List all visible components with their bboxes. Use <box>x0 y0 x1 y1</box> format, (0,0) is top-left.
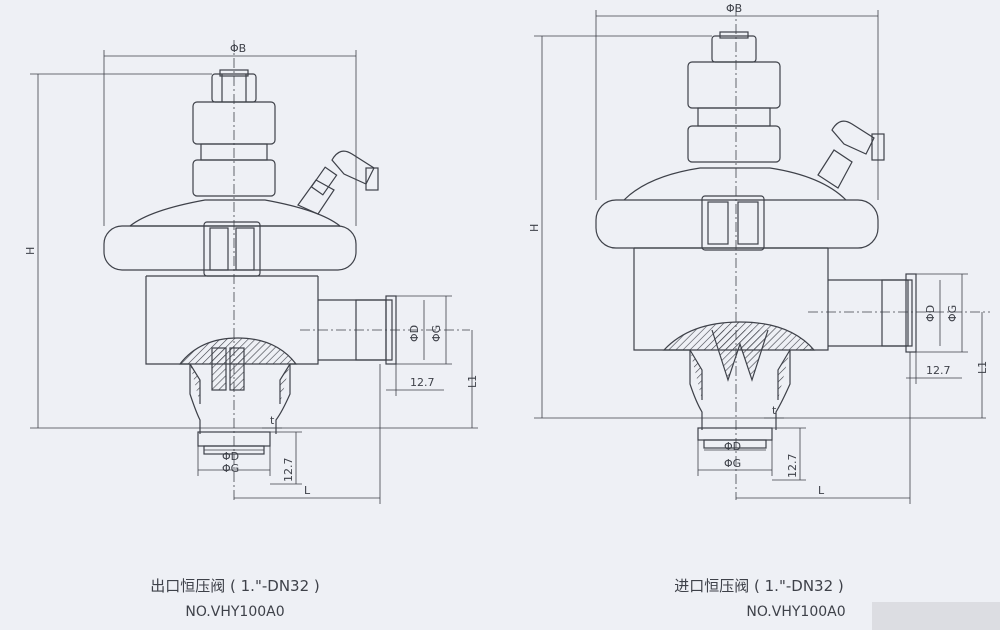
right-dim-phi-d-side: ΦD <box>924 305 937 322</box>
left-valve-title: 出口恒压阀 ( 1."-DN32 ) <box>150 577 320 595</box>
right-valve-drawing <box>595 31 917 449</box>
right-valve-title: 进口恒压阀 ( 1."-DN32 ) <box>674 577 844 595</box>
right-dim-t: t <box>772 404 777 417</box>
right-dimension-labels: ΦB H ΦD ΦG L1 12.7 t ΦD ΦG 12.7 L <box>528 2 989 497</box>
left-dimension-lines <box>30 50 478 504</box>
right-dim-12-7-side: 12.7 <box>926 364 951 377</box>
left-dim-phi-b: ΦB <box>230 42 246 55</box>
corner-shade <box>872 602 1000 630</box>
left-dim-phi-g-side: ΦG <box>430 325 443 342</box>
right-valve-model: NO.VHY100A0 <box>746 604 846 620</box>
left-dimension-labels: ΦB H ΦD ΦG L1 12.7 t ΦD ΦG 12.7 L <box>24 42 479 497</box>
right-dim-l: L <box>818 484 825 497</box>
right-dim-l1: L1 <box>976 361 989 374</box>
left-dim-l1: L1 <box>466 375 479 388</box>
right-dim-12-7-bottom: 12.7 <box>786 454 799 479</box>
left-valve-model: NO.VHY100A0 <box>185 604 285 620</box>
left-dim-l: L <box>304 484 311 497</box>
left-dim-12-7-side: 12.7 <box>410 376 435 389</box>
right-dim-phi-g-side: ΦG <box>946 305 959 322</box>
left-dim-phi-d-side: ΦD <box>408 325 421 342</box>
right-dim-phi-g-bottom: ΦG <box>724 457 741 470</box>
right-dim-phi-b: ΦB <box>726 2 742 15</box>
right-dimension-lines <box>534 10 986 504</box>
left-dim-phi-d-bottom: ΦD <box>222 450 239 463</box>
right-dim-h: H <box>528 224 541 232</box>
left-dim-t: t <box>270 414 275 427</box>
left-valve-drawing <box>103 69 397 455</box>
left-dim-phi-g-bottom: ΦG <box>222 462 239 475</box>
left-dim-12-7-bottom: 12.7 <box>282 458 295 483</box>
left-dim-h: H <box>24 247 37 255</box>
right-dim-phi-d-bottom: ΦD <box>724 440 741 453</box>
